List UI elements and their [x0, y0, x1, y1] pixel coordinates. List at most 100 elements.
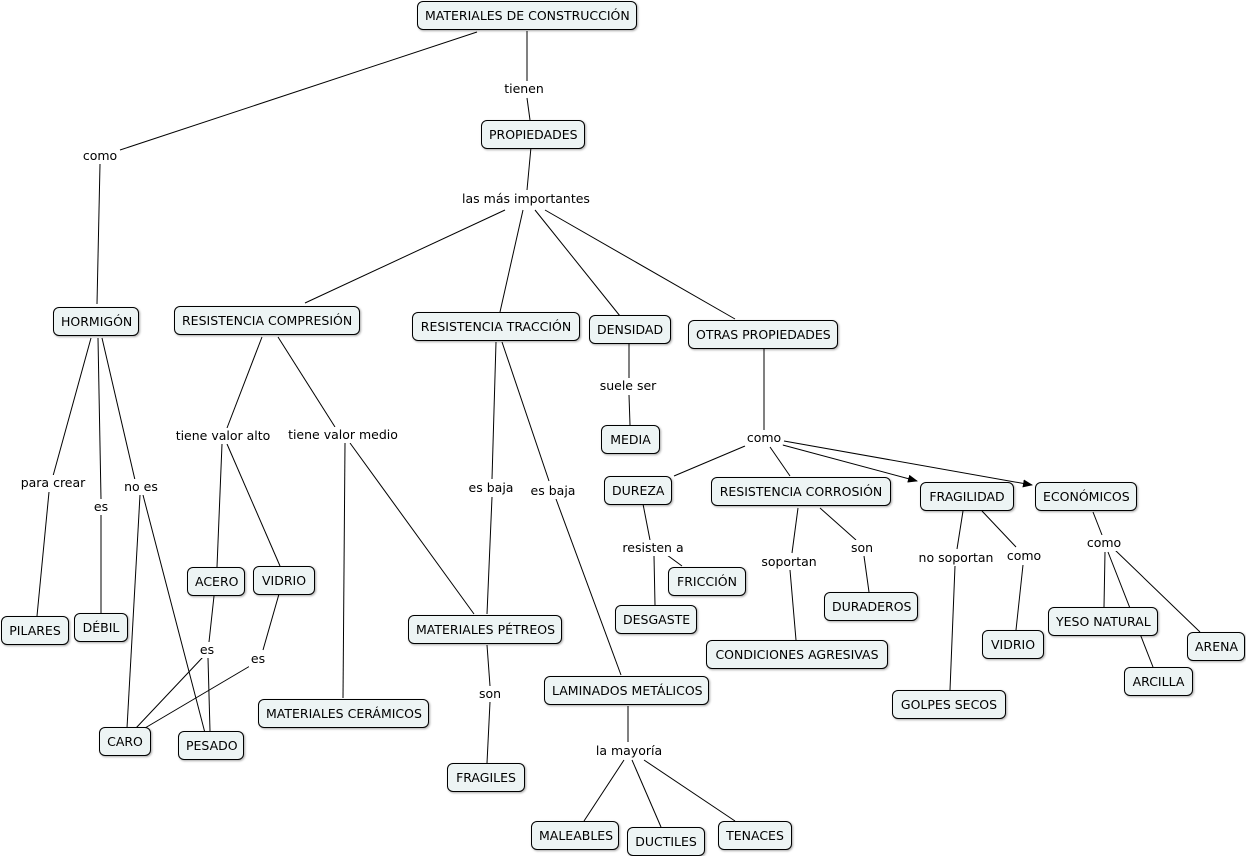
- edge-line: [486, 644, 491, 687]
- concept-materiales-petreos[interactable]: MATERIALES PÉTREOS: [408, 615, 562, 644]
- link-es: es: [197, 642, 217, 658]
- link-no-soportan: no soportan: [916, 550, 996, 566]
- link-es: es: [91, 499, 111, 515]
- edge-line: [819, 507, 857, 541]
- edge-line: [208, 595, 215, 643]
- edge-line: [653, 555, 656, 606]
- edge-line: [226, 443, 281, 567]
- edge-line: [1015, 564, 1024, 631]
- concept-acero[interactable]: ACERO: [187, 567, 245, 596]
- edge-line: [491, 341, 497, 480]
- edge-line: [96, 163, 101, 305]
- concept-arcilla[interactable]: ARCILLA: [1124, 667, 1193, 696]
- link-tienen: tienen: [502, 81, 546, 97]
- edge-line: [666, 554, 683, 567]
- link-es-baja: es baja: [466, 480, 516, 496]
- link-es-baja: es baja: [528, 483, 578, 499]
- edge-line: [342, 442, 346, 699]
- link-como: como: [744, 430, 784, 446]
- edge-line: [643, 759, 736, 822]
- concept-pesado[interactable]: PESADO: [178, 731, 244, 760]
- concept-resistencia-corrosion[interactable]: RESISTENCIA CORROSIÓN: [711, 477, 891, 506]
- link-tiene-valor-alto: tiene valor alto: [173, 428, 273, 444]
- concept-densidad[interactable]: DENSIDAD: [589, 315, 671, 344]
- edge-line: [486, 701, 491, 764]
- concept-tenaces[interactable]: TENACES: [718, 821, 792, 850]
- concept-arena[interactable]: ARENA: [1187, 632, 1245, 661]
- concept-laminados-metalicos[interactable]: LAMINADOS METÁLICOS: [544, 676, 709, 705]
- concept-materiales-de-construccion[interactable]: MATERIALES DE CONSTRUCCIÓN: [417, 1, 637, 30]
- edge-line: [119, 31, 478, 151]
- concept-debil[interactable]: DÉBIL: [74, 613, 128, 642]
- concept-hormigon[interactable]: HORMIGÓN: [53, 307, 139, 336]
- edge-line: [526, 146, 532, 191]
- concept-pilares[interactable]: PILARES: [1, 616, 69, 645]
- concept-dureza[interactable]: DUREZA: [604, 476, 672, 505]
- edge-line: [277, 336, 336, 428]
- concept-maleables[interactable]: MALEABLES: [531, 821, 619, 850]
- edge-line: [1114, 549, 1201, 633]
- edge-line: [52, 337, 92, 477]
- link-como: como: [80, 148, 120, 164]
- concept-friccion[interactable]: FRICCIÓN: [668, 567, 746, 596]
- edge-line: [956, 510, 964, 550]
- link-la-mayoria: la mayoría: [593, 743, 665, 759]
- concept-duraderos[interactable]: DURADEROS: [824, 592, 918, 621]
- link-las-mas-importantes: las más importantes: [460, 191, 592, 207]
- concept-ductiles[interactable]: DUCTILES: [627, 827, 705, 856]
- concept-caro[interactable]: CARO: [99, 727, 151, 756]
- concept-resistencia-compresion[interactable]: RESISTENCIA COMPRESIÓN: [174, 306, 360, 335]
- concept-resistencia-traccion[interactable]: RESISTENCIA TRACCIÓN: [412, 312, 580, 341]
- edge-line: [216, 443, 223, 568]
- concept-economicos[interactable]: ECONÓMICOS: [1035, 482, 1137, 511]
- edge-line: [534, 209, 621, 317]
- concept-fragilidad[interactable]: FRAGILIDAD: [920, 482, 1014, 511]
- concept-vidrio[interactable]: VIDRIO: [253, 566, 315, 595]
- edge-line: [949, 565, 956, 691]
- link-suele-ser: suele ser: [597, 378, 659, 394]
- edge-line: [101, 337, 136, 481]
- edge-line: [207, 657, 211, 732]
- edge-line: [126, 494, 141, 729]
- concept-otras-propiedades[interactable]: OTRAS PROPIEDADES: [688, 320, 838, 349]
- edge-line: [349, 442, 475, 615]
- edge-line: [791, 507, 799, 554]
- concept-condiciones-agresivas[interactable]: CONDICIONES AGRESIVAS: [706, 640, 888, 669]
- concept-materiales-ceramicos[interactable]: MATERIALES CERÁMICOS: [258, 699, 429, 728]
- edge-line: [789, 569, 797, 641]
- link-tiene-valor-medio: tiene valor medio: [286, 427, 400, 443]
- edge-line: [486, 496, 493, 615]
- edge-line: [226, 336, 263, 429]
- edge-line: [583, 759, 625, 822]
- concept-desgaste[interactable]: DESGASTE: [615, 605, 697, 634]
- concept-media[interactable]: MEDIA: [601, 425, 660, 454]
- edge-line: [36, 491, 50, 617]
- edge-line: [863, 555, 870, 593]
- edge-line: [769, 446, 791, 477]
- edge-line: [144, 665, 251, 729]
- concept-propiedades[interactable]: PROPIEDADES: [481, 120, 585, 149]
- concept-yeso-natural[interactable]: YESO NATURAL: [1048, 607, 1158, 636]
- link-como: como: [1084, 535, 1124, 551]
- concept-vidrio-fragilidad[interactable]: VIDRIO: [982, 630, 1044, 659]
- edge-line: [142, 494, 206, 734]
- edge-arrow: [778, 443, 918, 483]
- edge-line: [1092, 511, 1103, 536]
- link-es: es: [248, 651, 268, 667]
- link-para-crear: para crear: [18, 475, 88, 491]
- edge-line: [642, 503, 651, 541]
- edge-line: [304, 209, 506, 304]
- edge-line: [526, 97, 531, 121]
- edge-line: [135, 656, 204, 729]
- link-como: como: [1004, 548, 1044, 564]
- edge-arrow: [783, 440, 1033, 488]
- edge-line: [673, 445, 746, 477]
- concept-fragiles[interactable]: FRAGILES: [447, 763, 525, 792]
- link-no-es: no es: [122, 479, 160, 495]
- concept-golpes-secos[interactable]: GOLPES SECOS: [892, 690, 1006, 719]
- link-son: son: [848, 540, 876, 556]
- edge-line: [631, 759, 662, 828]
- edge-line: [544, 209, 736, 320]
